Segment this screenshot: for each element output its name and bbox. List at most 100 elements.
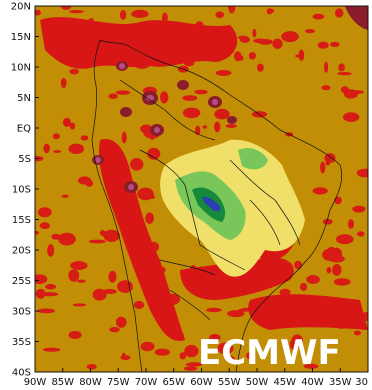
dry-patch	[334, 196, 342, 205]
dry-patch	[120, 9, 127, 20]
dry-patch	[312, 13, 325, 20]
dry-patch	[306, 275, 320, 284]
dry-patch	[322, 218, 333, 225]
dry-patch	[338, 63, 345, 72]
dry-patch	[182, 95, 198, 101]
dry-patch	[120, 355, 131, 360]
dry-patch	[357, 231, 365, 237]
dry-patch	[43, 143, 50, 154]
dry-patch	[185, 362, 203, 367]
dry-patch	[234, 51, 242, 62]
dry-patch	[182, 107, 201, 119]
lat-tick-label: 15S	[12, 215, 31, 226]
dry-patch	[108, 93, 118, 99]
dry-patch	[217, 342, 234, 355]
southern-dry-zone	[180, 257, 294, 300]
dry-patch	[45, 284, 56, 290]
dry-patch	[35, 274, 48, 284]
dry-patch	[214, 121, 221, 133]
dry-patch	[325, 161, 331, 166]
dry-patch	[209, 334, 221, 342]
dry-patch	[342, 112, 360, 122]
dry-patch	[115, 90, 131, 95]
dry-patch	[58, 232, 76, 246]
dry-patch	[72, 303, 87, 307]
lat-tick-label: 20N	[11, 2, 31, 13]
dry-patch	[154, 348, 170, 356]
dry-patch	[321, 85, 331, 91]
lat-tick-label: 35S	[12, 337, 31, 348]
dry-patch	[238, 308, 251, 312]
dry-patch	[337, 72, 352, 76]
dry-patch	[109, 326, 120, 333]
lon-tick-label: 70W	[135, 377, 158, 388]
dry-patch	[179, 352, 187, 360]
dry-patch	[37, 308, 55, 314]
dry-patch	[248, 52, 256, 60]
dry-patch	[131, 9, 149, 18]
lon-tick-label: 90W	[24, 377, 47, 388]
dry-patch	[352, 205, 366, 213]
dry-patch	[68, 143, 85, 154]
dry-patch	[320, 161, 326, 174]
very-dry-cells	[92, 61, 237, 193]
dry-patch	[35, 155, 44, 162]
dry-patch	[326, 266, 332, 274]
dry-patch	[183, 366, 198, 371]
dry-patch	[68, 331, 82, 339]
dry-patch	[162, 12, 168, 23]
northeast-corner	[345, 6, 368, 30]
dry-patch	[80, 135, 89, 141]
dry-patch	[108, 270, 117, 283]
lat-tick-label: 30S	[12, 307, 31, 318]
wettest-core	[202, 196, 221, 212]
dry-patch	[62, 117, 71, 127]
dry-patch	[35, 9, 41, 16]
dry-patch	[100, 229, 106, 237]
dry-patch	[279, 288, 291, 297]
dry-patch	[133, 300, 145, 310]
dry-patch	[289, 338, 300, 351]
dry-patch	[40, 292, 59, 297]
dry-patch	[69, 68, 79, 75]
dry-patch	[130, 158, 144, 171]
dry-patch	[221, 110, 228, 116]
dry-patch	[356, 168, 368, 178]
dry-patch	[77, 279, 86, 283]
dry-patch	[333, 278, 351, 286]
dry-patch	[53, 150, 62, 153]
dry-patch	[272, 38, 283, 50]
dry-patch	[35, 288, 46, 299]
dry-patch	[281, 31, 299, 43]
lat-tick-label: 20S	[12, 246, 31, 257]
dry-patch	[322, 248, 337, 261]
country-borders	[91, 39, 343, 372]
dry-patch	[60, 6, 72, 10]
dry-patch	[184, 344, 199, 358]
dry-patch	[47, 244, 55, 257]
dry-patch	[298, 49, 305, 61]
lon-tick-label: 65W	[162, 377, 185, 388]
dry-patch	[225, 124, 237, 128]
dry-patch	[353, 330, 361, 336]
dry-patch	[227, 310, 245, 318]
dry-patch	[215, 11, 224, 19]
dry-patch	[86, 364, 97, 370]
dry-patch	[246, 351, 255, 360]
dry-patch	[145, 212, 155, 224]
lat-tick-label: 40S	[12, 368, 31, 379]
dry-patch	[336, 234, 354, 245]
dry-patch	[257, 63, 264, 72]
lon-tick-label: 30	[355, 377, 368, 388]
dry-patch	[266, 8, 273, 15]
dry-patch	[347, 90, 365, 94]
dry-patch	[116, 316, 127, 328]
dry-patch	[121, 131, 127, 144]
lat-tick-label: 10N	[11, 63, 31, 74]
dry-patch	[35, 230, 39, 235]
dry-patch	[214, 108, 230, 120]
dry-patch	[227, 355, 235, 363]
